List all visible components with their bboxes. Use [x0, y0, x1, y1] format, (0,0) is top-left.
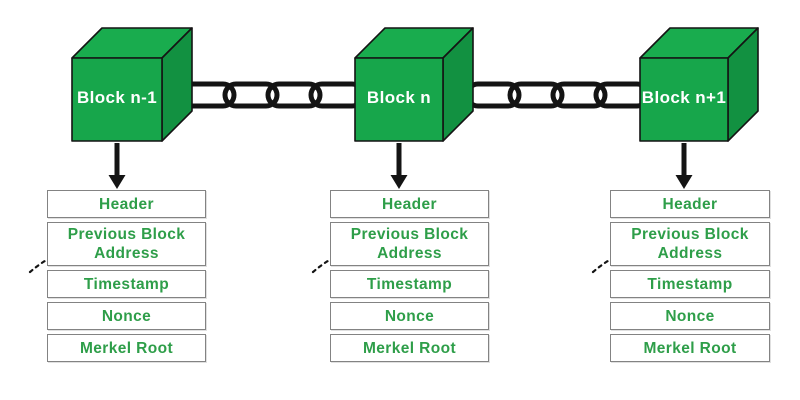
cube-front-face [354, 57, 444, 142]
field-merkel-root: Merkel Root [47, 334, 206, 362]
field-timestamp: Timestamp [330, 270, 489, 298]
field-header: Header [610, 190, 770, 218]
down-arrow-icon [108, 143, 126, 189]
chain-link-icon [179, 81, 366, 109]
cube-front-face [71, 57, 163, 142]
block-label: Block n [367, 88, 431, 107]
field-previous-block-address: Previous Block Address [610, 222, 770, 266]
down-arrow-icon [390, 143, 408, 189]
field-timestamp: Timestamp [610, 270, 770, 298]
field-nonce: Nonce [330, 302, 489, 330]
cube-front-face [639, 57, 729, 142]
block-structure-column: Header Previous Block Address Timestamp … [47, 190, 206, 362]
field-merkel-root: Merkel Root [330, 334, 489, 362]
field-header: Header [330, 190, 489, 218]
down-arrow-icon [675, 143, 693, 189]
block-label: Block n-1 [77, 88, 157, 107]
block-cube-n-plus-1: Block n+1 [639, 27, 759, 142]
block-structure-column: Header Previous Block Address Timestamp … [330, 190, 489, 362]
block-cube-n-1: Block n-1 [71, 27, 193, 142]
field-timestamp: Timestamp [47, 270, 206, 298]
block-structure-column: Header Previous Block Address Timestamp … [610, 190, 770, 362]
field-merkel-root: Merkel Root [610, 334, 770, 362]
field-header: Header [47, 190, 206, 218]
block-label: Block n+1 [642, 88, 726, 107]
field-nonce: Nonce [610, 302, 770, 330]
chain-link-icon [464, 81, 651, 109]
field-previous-block-address: Previous Block Address [330, 222, 489, 266]
block-cube-n: Block n [354, 27, 474, 142]
field-nonce: Nonce [47, 302, 206, 330]
field-previous-block-address: Previous Block Address [47, 222, 206, 266]
